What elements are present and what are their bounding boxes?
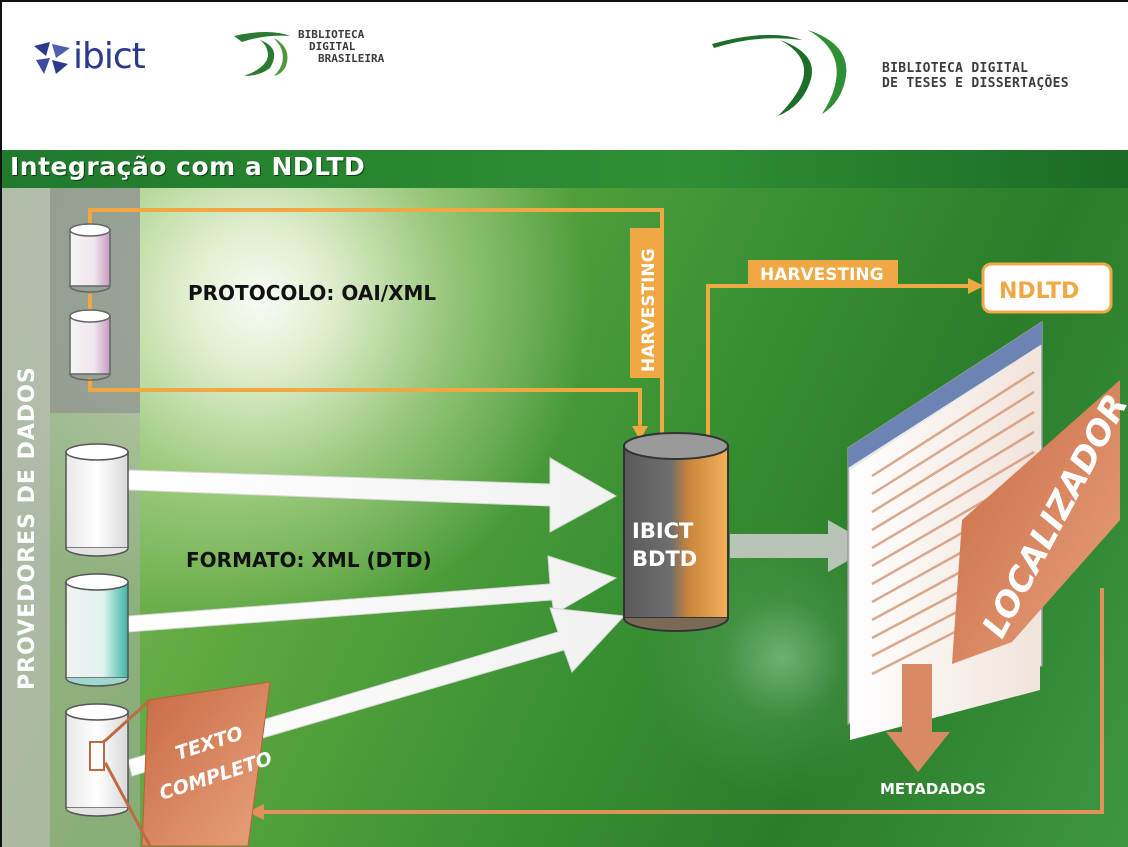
diagram-area: PROVEDORES DE DADOS HARVESTING HARVESTIN… <box>0 188 1128 847</box>
hub-label-ibict: IBICT <box>632 519 694 543</box>
harvesting-vertical-tag <box>630 228 664 378</box>
oai-harvesting-lines <box>88 208 984 440</box>
ndltd-node <box>981 262 1113 314</box>
harvesting-vertical-label: HARVESTING <box>639 248 659 372</box>
title-bar <box>0 150 1128 188</box>
page-title: Integração com a NDLTD <box>10 152 366 181</box>
return-path-arrow <box>260 588 1104 814</box>
harvesting-horizontal-label: HARVESTING <box>760 265 884 285</box>
bdb-logo-line-2: DIGITAL <box>309 40 356 53</box>
xml-provider-db-2 <box>65 573 129 687</box>
format-label: FORMATO: XML (DTD) <box>186 548 432 572</box>
bdtd-logo-line-1: BIBLIOTECA DIGITAL <box>882 61 1029 76</box>
texto-completo-card <box>89 681 271 847</box>
bdb-logo-icon <box>234 32 290 76</box>
ibict-logo-text: ibict <box>73 36 146 77</box>
protocol-label: PROTOCOLO: OAI/XML <box>188 281 436 305</box>
bdtd-logo-icon <box>712 30 847 116</box>
ibict-logo-icon <box>34 42 70 74</box>
diagram-svg: PROVEDORES DE DADOS HARVESTING HARVESTIN… <box>2 188 1128 847</box>
providers-label: PROVEDORES DE DADOS <box>15 366 40 690</box>
bdb-logo-line-3: BRASILEIRA <box>318 52 385 65</box>
white-arrow-provider-1 <box>127 457 618 533</box>
bdb-logo-line-1: BIBLIOTECA <box>298 28 365 41</box>
white-arrow-provider-2 <box>127 555 618 633</box>
oai-provider-db-1 <box>69 223 111 293</box>
oai-provider-db-2 <box>69 309 111 381</box>
xml-provider-db-1 <box>65 443 129 557</box>
providers-side-band <box>2 188 50 847</box>
hub-to-portal-arrow <box>730 520 874 572</box>
harvesting-horizontal-tag <box>748 260 898 286</box>
ibict-bdtd-hub <box>623 432 729 632</box>
return-arrow-head <box>248 804 264 820</box>
ndltd-label: NDLTD <box>999 279 1079 304</box>
localizador-ribbon <box>952 380 1120 664</box>
bdtd-logo-line-2: DE TESES E DISSERTAÇÕES <box>882 76 1069 91</box>
header: ibict BIBLIOTECA DIGITAL BRASILEIRA BIBL… <box>0 0 1128 150</box>
metadados-label: METADADOS <box>880 780 986 798</box>
hub-label-bdtd: BDTD <box>632 547 697 571</box>
metadados-arrow <box>886 664 950 772</box>
